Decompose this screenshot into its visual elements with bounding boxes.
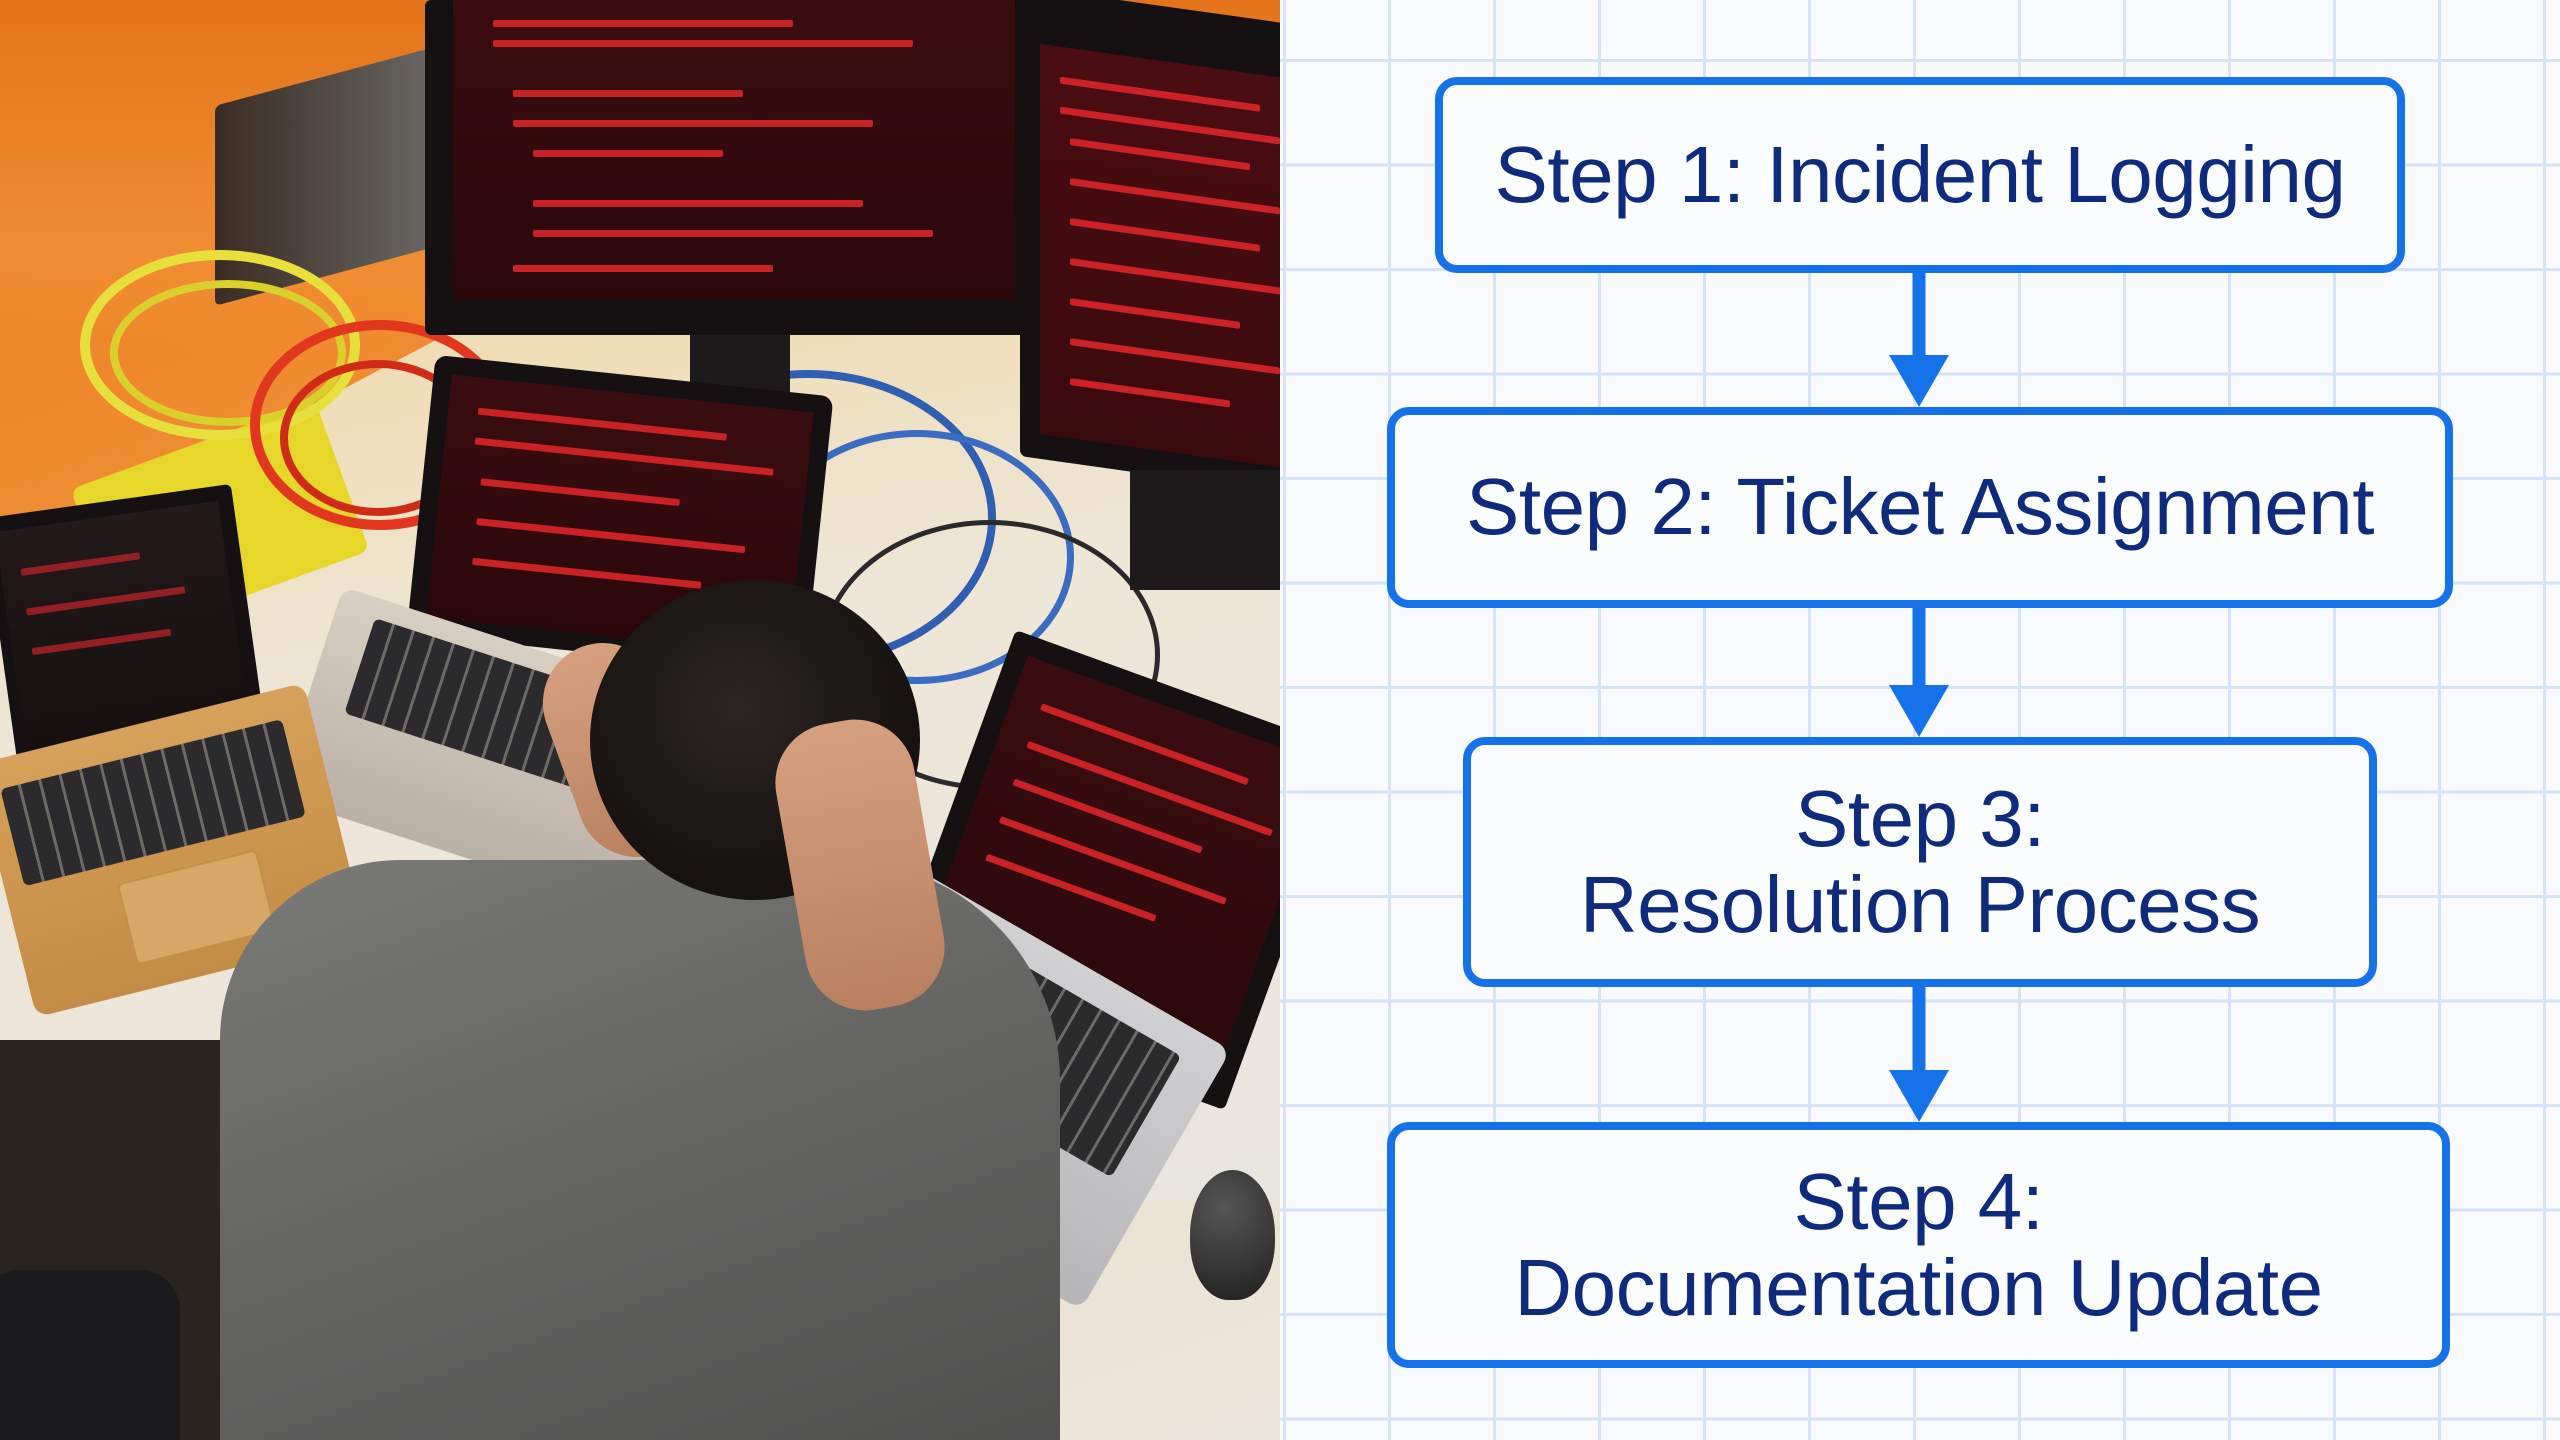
office-chair bbox=[0, 1270, 180, 1440]
arrow-step2-to-step3 bbox=[1889, 608, 1949, 737]
arrow-shaft bbox=[1912, 987, 1926, 1077]
incident-flowchart: Step 1: Incident Logging Step 2: Ticket … bbox=[1280, 0, 2560, 1440]
monitor-screen bbox=[1040, 43, 1280, 469]
step-4-box: Step 4: Documentation Update bbox=[1387, 1122, 2450, 1368]
step-3-label-line-2: Resolution Process bbox=[1579, 860, 2261, 949]
arrow-down-icon bbox=[1889, 685, 1949, 737]
arrow-down-icon bbox=[1889, 355, 1949, 407]
step-1-label: Step 1: Incident Logging bbox=[1494, 129, 2346, 219]
monitor-screen bbox=[453, 0, 1015, 300]
computer-mouse bbox=[1190, 1170, 1275, 1300]
step-4-label-line-2: Documentation Update bbox=[1514, 1243, 2323, 1332]
arrow-shaft bbox=[1912, 608, 1926, 693]
step-3-box: Step 3: Resolution Process bbox=[1463, 737, 2377, 987]
monitor-stand bbox=[1130, 470, 1280, 590]
arrow-step1-to-step2 bbox=[1889, 273, 1949, 407]
step-2-box: Step 2: Ticket Assignment bbox=[1387, 407, 2453, 608]
arrow-step3-to-step4 bbox=[1889, 987, 1949, 1122]
step-1-box: Step 1: Incident Logging bbox=[1435, 77, 2405, 273]
step-3-label-line-1: Step 3: bbox=[1794, 773, 2046, 863]
arrow-down-icon bbox=[1889, 1070, 1949, 1122]
step-2-label: Step 2: Ticket Assignment bbox=[1466, 462, 2374, 552]
incident-stress-photo bbox=[0, 0, 1280, 1440]
monitor-right bbox=[1020, 0, 1280, 494]
monitor-center bbox=[425, 0, 1045, 335]
step-4-label-line-1: Step 4: bbox=[1793, 1156, 2044, 1246]
arrow-shaft bbox=[1912, 273, 1926, 363]
